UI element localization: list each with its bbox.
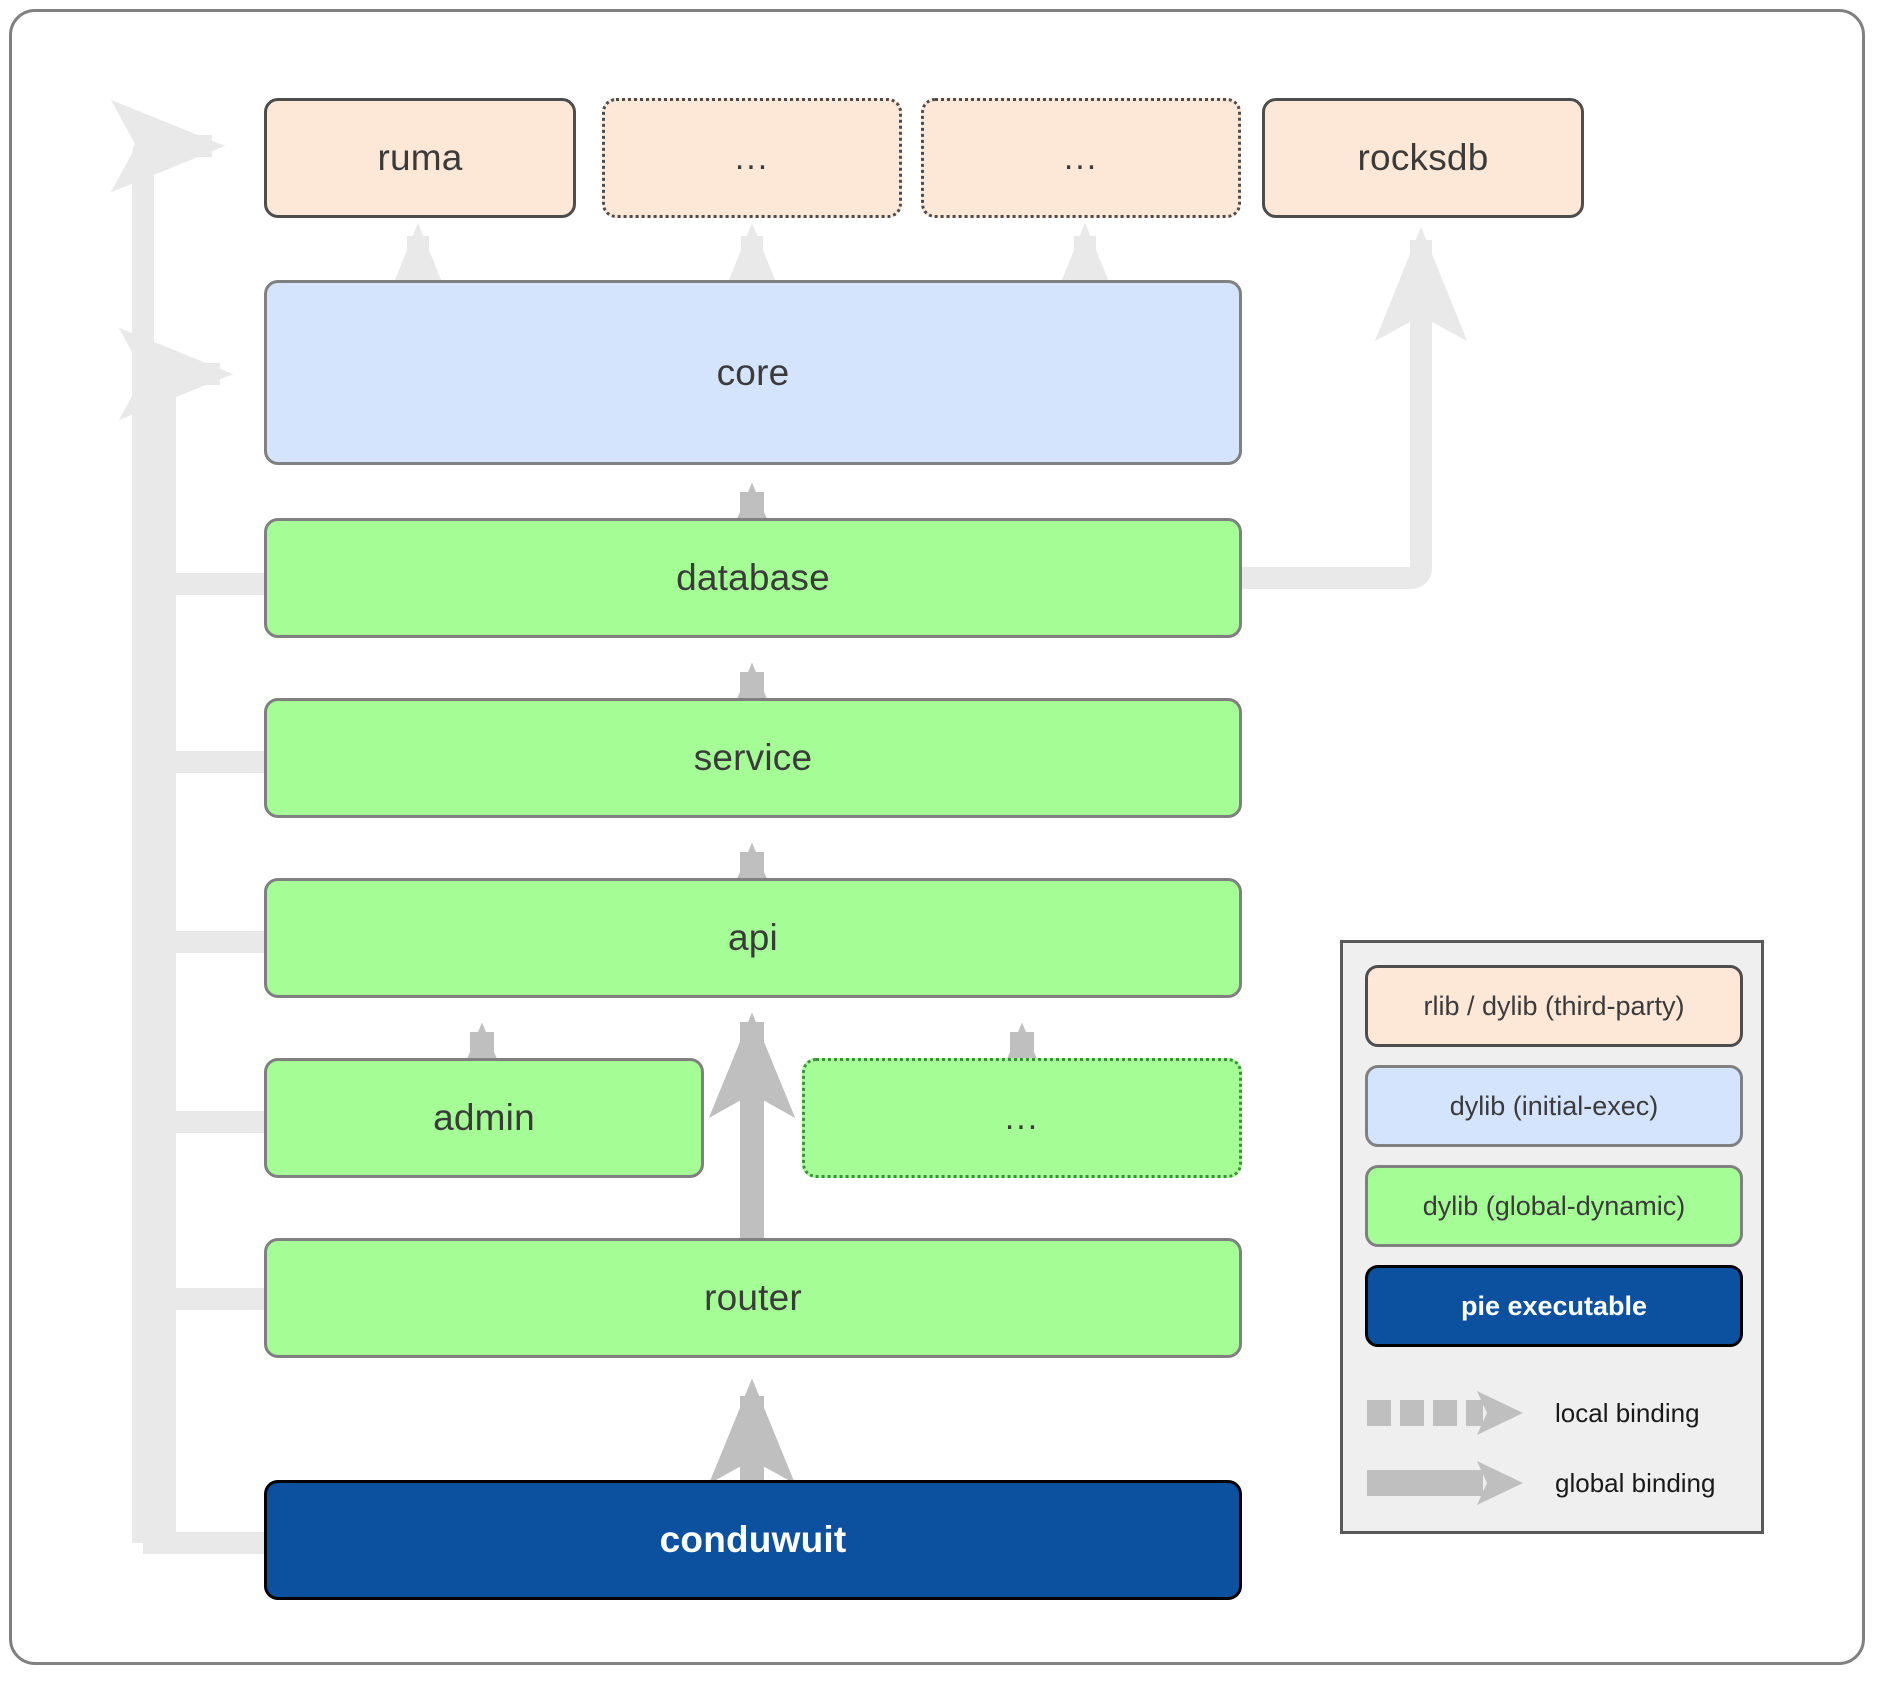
node-core[interactable]: core [264,280,1242,465]
node-router[interactable]: router [264,1238,1242,1358]
legend-chip-global-dynamic[interactable]: dylib (global-dynamic) [1365,1165,1743,1247]
node-rocksdb[interactable]: rocksdb [1262,98,1584,218]
node-label: router [704,1277,802,1318]
node-label: api [728,917,778,958]
node-label: ... [734,138,770,177]
legend-chip-label: dylib (global-dynamic) [1422,1190,1686,1221]
node-database[interactable]: database [264,518,1242,638]
local-binding-arrow-icon [1367,1391,1523,1435]
legend-chip-pie-executable[interactable]: pie executable [1365,1265,1743,1347]
node-label: service [693,737,813,778]
legend-label-local-binding: local binding [1555,1397,1700,1428]
legend-chip-third-party[interactable]: rlib / dylib (third-party) [1365,965,1743,1047]
node-label: conduwuit [659,1519,847,1560]
node-api[interactable]: api [264,878,1242,998]
node-label: admin [433,1097,535,1138]
global-binding-arrow-icon [1367,1461,1523,1505]
node-service[interactable]: service [264,698,1242,818]
node-label: database [676,557,830,598]
node-admin[interactable]: admin [264,1058,704,1178]
node-label: ... [1004,1098,1040,1137]
node-ruma[interactable]: ruma [264,98,576,218]
node-third-party-ellipsis-1[interactable]: ... [602,98,902,218]
node-conduwuit[interactable]: conduwuit [264,1480,1242,1600]
node-label: core [716,351,790,393]
legend-label-global-binding: global binding [1555,1467,1716,1498]
node-global-dynamic-ellipsis[interactable]: ... [802,1058,1242,1178]
legend-panel: rlib / dylib (third-party) dylib (initia… [1340,940,1764,1534]
legend-chip-initial-exec[interactable]: dylib (initial-exec) [1365,1065,1743,1147]
node-label: rocksdb [1357,137,1489,178]
node-label: ... [1063,138,1099,177]
legend-row-local-binding: local binding [1365,1383,1743,1443]
legend-chip-label: rlib / dylib (third-party) [1423,990,1685,1021]
legend-row-global-binding: global binding [1365,1453,1743,1513]
node-third-party-ellipsis-2[interactable]: ... [921,98,1241,218]
legend-chip-label: pie executable [1460,1290,1648,1321]
legend-chip-label: dylib (initial-exec) [1449,1090,1659,1121]
node-label: ruma [377,137,463,178]
